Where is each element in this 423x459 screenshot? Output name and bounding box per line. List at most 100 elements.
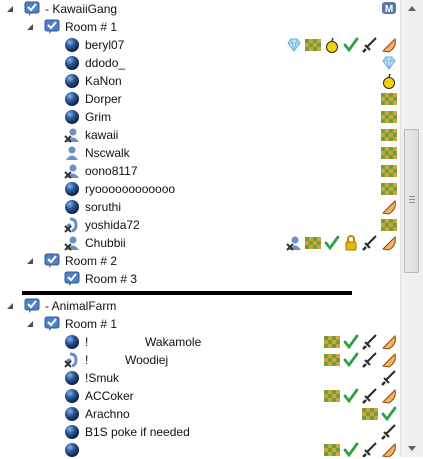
checker-flag-icon (381, 163, 397, 179)
channel-icon (64, 271, 80, 287)
expand-arrow-icon[interactable] (6, 3, 16, 13)
user-status-icon (64, 388, 80, 404)
m-badge-icon: M (381, 1, 397, 17)
vertical-scrollbar[interactable] (400, 0, 423, 457)
server-icon (24, 1, 40, 17)
check-icon (324, 235, 340, 251)
tree-user-row[interactable]: Chubbii (0, 234, 400, 252)
user-status-icon (64, 424, 80, 440)
pie-slice-icon (381, 352, 397, 368)
channel-icon (44, 19, 60, 35)
tree-channel-row[interactable]: Room # 3 (0, 270, 400, 288)
tree-server-row[interactable]: - AnimalFarm (0, 297, 400, 315)
user-status-icon (64, 91, 80, 107)
user-flags (381, 163, 397, 179)
user-name: ! Woodiej (85, 353, 169, 367)
user-status-icon (64, 334, 80, 350)
user-name: kawaii (85, 128, 119, 142)
tree-channel-row[interactable]: Room # 1 (0, 18, 400, 36)
tree-user-row[interactable]: ! Woodiej (0, 351, 400, 369)
scroll-up-arrow-icon[interactable] (403, 1, 421, 17)
checker-flag-icon (381, 217, 397, 233)
user-name: Chubbii (85, 236, 126, 250)
user-flags (381, 55, 397, 71)
tree-user-row[interactable]: Arachno (0, 405, 400, 423)
user-name: ryoooooooooooo (85, 182, 176, 196)
tree-user-row[interactable]: ryoooooooooooo (0, 180, 400, 198)
checker-flag-icon (381, 127, 397, 143)
checker-flag-icon (324, 352, 340, 368)
server-name: - KawaiiGang (45, 2, 118, 16)
apple-icon (381, 73, 397, 89)
diamond-icon (286, 37, 302, 53)
channel-name: Room # 1 (65, 20, 118, 34)
user-flags (286, 235, 397, 251)
check-icon (343, 334, 359, 350)
sword-icon (381, 370, 397, 386)
user-name: Dorper (85, 92, 122, 106)
tree-server-row[interactable]: - KawaiiGang M (0, 0, 400, 18)
sword-icon (362, 352, 378, 368)
expand-arrow-icon[interactable] (6, 300, 16, 310)
tree-user-row[interactable]: Dorper (0, 90, 400, 108)
sword-icon (362, 37, 378, 53)
user-flags (362, 406, 397, 422)
check-icon (343, 388, 359, 404)
tree-user-row[interactable]: beryl07 (0, 36, 400, 54)
tree-user-row[interactable]: yoshida72 (0, 216, 400, 234)
server-divider (22, 291, 352, 295)
scroll-down-arrow-icon[interactable] (403, 440, 421, 456)
tree-user-row[interactable]: KaNon (0, 72, 400, 90)
user-name: yoshida72 (85, 218, 140, 232)
user-name: Grim (85, 110, 111, 124)
user-status-icon (64, 370, 80, 386)
pie-slice-icon (381, 235, 397, 251)
svg-text:M: M (385, 4, 393, 15)
checker-flag-icon (381, 109, 397, 125)
user-muted-icon (64, 163, 80, 179)
user-deafened-icon (64, 217, 80, 233)
user-flags (381, 217, 397, 233)
user-flags (324, 352, 397, 368)
tree-user-row[interactable]: Grim (0, 108, 400, 126)
tree-user-row[interactable] (0, 441, 400, 457)
tree-user-row[interactable]: ACCoker (0, 387, 400, 405)
user-flags (286, 37, 397, 53)
user-name: B1S poke if needed (85, 425, 190, 439)
tree-user-row[interactable]: Nscwalk (0, 144, 400, 162)
tree-user-row[interactable]: oono8117 (0, 162, 400, 180)
tree-user-row[interactable]: kawaii (0, 126, 400, 144)
scrollbar-thumb[interactable] (404, 129, 419, 273)
expand-arrow-icon[interactable] (26, 255, 36, 265)
sword-icon (381, 424, 397, 440)
expand-arrow-icon[interactable] (26, 318, 36, 328)
expand-arrow-icon[interactable] (26, 21, 36, 31)
server-name: - AnimalFarm (45, 299, 117, 313)
tree-user-row[interactable]: B1S poke if needed (0, 423, 400, 441)
tree-user-row[interactable]: soruthi (0, 198, 400, 216)
user-status-icon (64, 442, 80, 457)
tree-channel-row[interactable]: Room # 2 (0, 252, 400, 270)
check-icon (381, 406, 397, 422)
pie-slice-icon (381, 442, 397, 457)
tree-user-row[interactable]: ! Wakamole (0, 333, 400, 351)
tree-user-row[interactable]: !Smuk (0, 369, 400, 387)
user-flags (381, 181, 397, 197)
channel-name: Room # 1 (65, 317, 118, 331)
user-flags (381, 109, 397, 125)
user-flags (324, 442, 397, 457)
server-icon (24, 298, 40, 314)
lock-icon (343, 235, 359, 251)
user-status-icon (64, 55, 80, 71)
checker-flag-icon (324, 388, 340, 404)
user-flags (381, 127, 397, 143)
tree-user-row[interactable]: ddodo_ (0, 54, 400, 72)
diamond-icon (381, 55, 397, 71)
tree-channel-row[interactable]: Room # 1 (0, 315, 400, 333)
user-name: Arachno (85, 407, 130, 421)
user-status-icon (64, 37, 80, 53)
user-status-icon (64, 181, 80, 197)
pie-slice-icon (381, 334, 397, 350)
check-icon (343, 37, 359, 53)
